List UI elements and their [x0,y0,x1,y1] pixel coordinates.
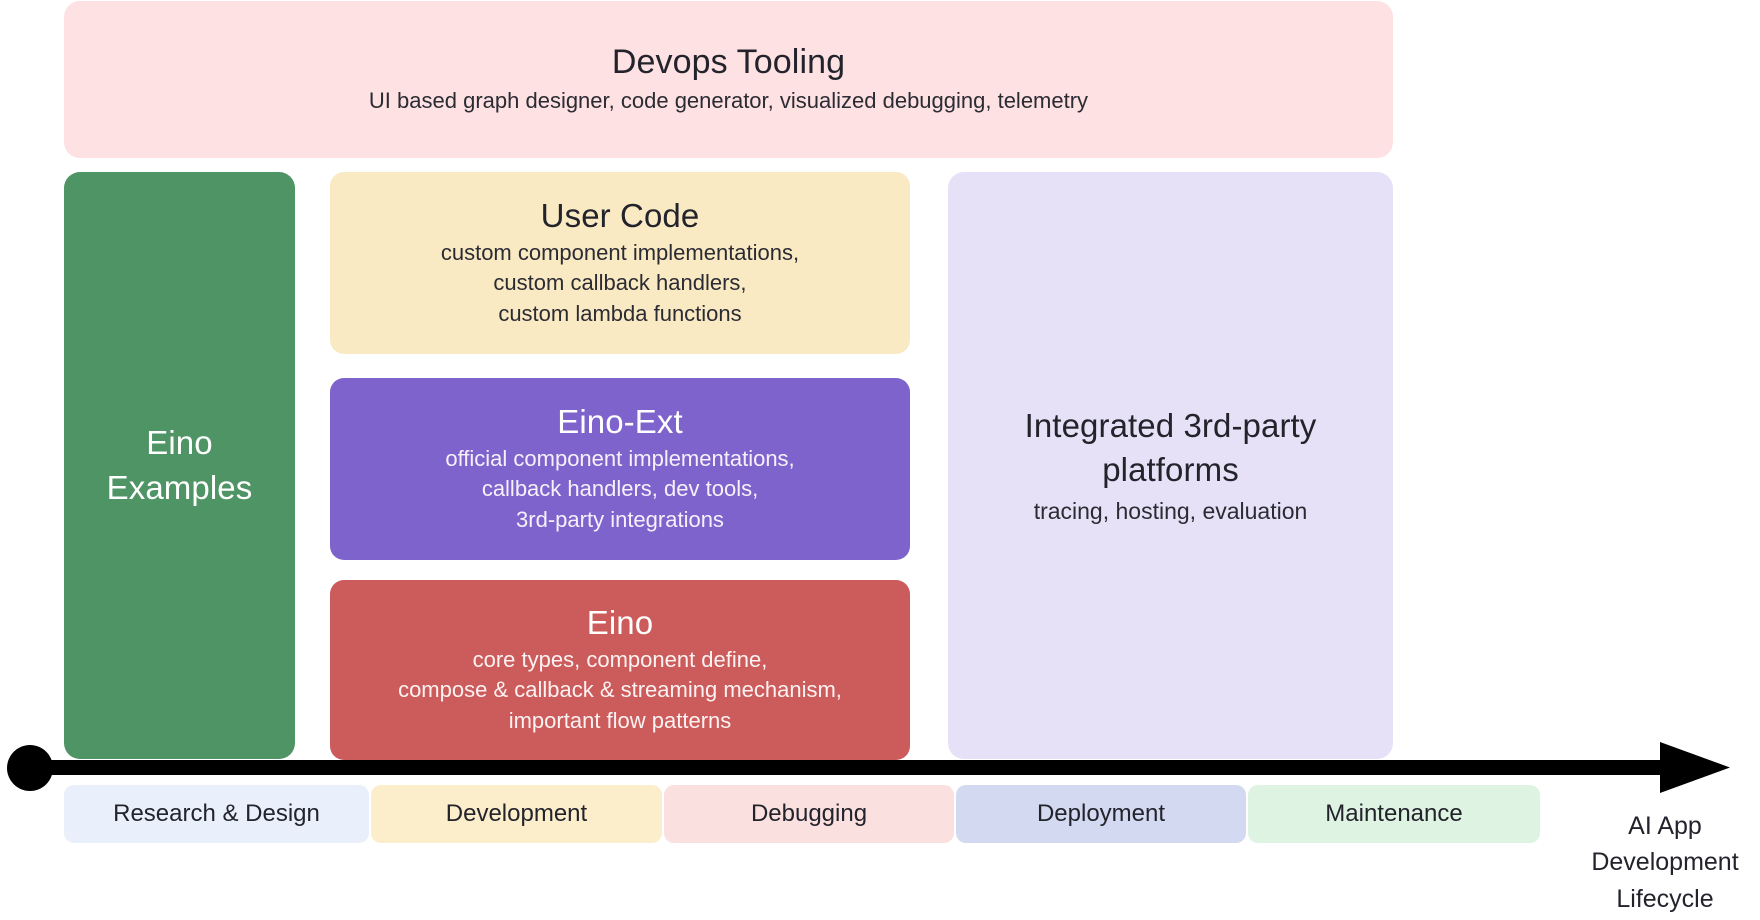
lifecycle-stage-maintenance[interactable]: Maintenance [1248,785,1540,843]
lifecycle-stage-debugging[interactable]: Debugging [664,785,954,843]
lifecycle-stage-label: Research & Design [113,800,320,827]
lifecycle-stage-label: Debugging [750,800,868,827]
eino-core-title: Eino [586,603,654,641]
eino-ext-subtitle: official component implementations, call… [445,445,795,532]
lifecycle-stage-label: Maintenance [1325,800,1463,827]
lifecycle-stage-development[interactable]: Development [371,785,662,843]
lifecycle-stage-list: Research & Design Development Debugging … [64,785,1564,845]
devops-tooling-box: Devops Tooling UI based graph designer, … [64,1,1393,158]
eino-examples-box: Eino Examples [64,172,295,759]
timeline-start-dot [7,745,53,791]
user-code-title: User Code [540,196,700,234]
arrow-right-icon [1660,742,1730,793]
timeline-shaft [30,760,1685,775]
eino-ext-title: Eino-Ext [557,402,683,440]
eino-examples-title: Eino Examples [106,423,253,506]
third-party-platforms-title: Integrated 3rd-party platforms [1024,406,1317,488]
lifecycle-stage-deployment[interactable]: Deployment [956,785,1246,843]
user-code-box: User Code custom component implementatio… [330,172,910,354]
lifecycle-stage-research-design[interactable]: Research & Design [64,785,369,843]
eino-ext-box: Eino-Ext official component implementati… [330,378,910,560]
eino-core-subtitle: core types, component define, compose & … [398,646,842,733]
lifecycle-stage-label: Deployment [1036,800,1166,827]
third-party-platforms-box: Integrated 3rd-party platforms tracing, … [948,172,1393,759]
user-code-subtitle: custom component implementations, custom… [440,239,800,326]
lifecycle-stage-label: Development [445,800,588,827]
devops-tooling-subtitle: UI based graph designer, code generator,… [368,88,1089,114]
devops-tooling-title: Devops Tooling [611,43,846,82]
eino-core-box: Eino core types, component define, compo… [330,580,910,760]
axis-caption: AI App Development Lifecycle [1591,812,1739,913]
third-party-platforms-subtitle: tracing, hosting, evaluation [1033,497,1308,524]
